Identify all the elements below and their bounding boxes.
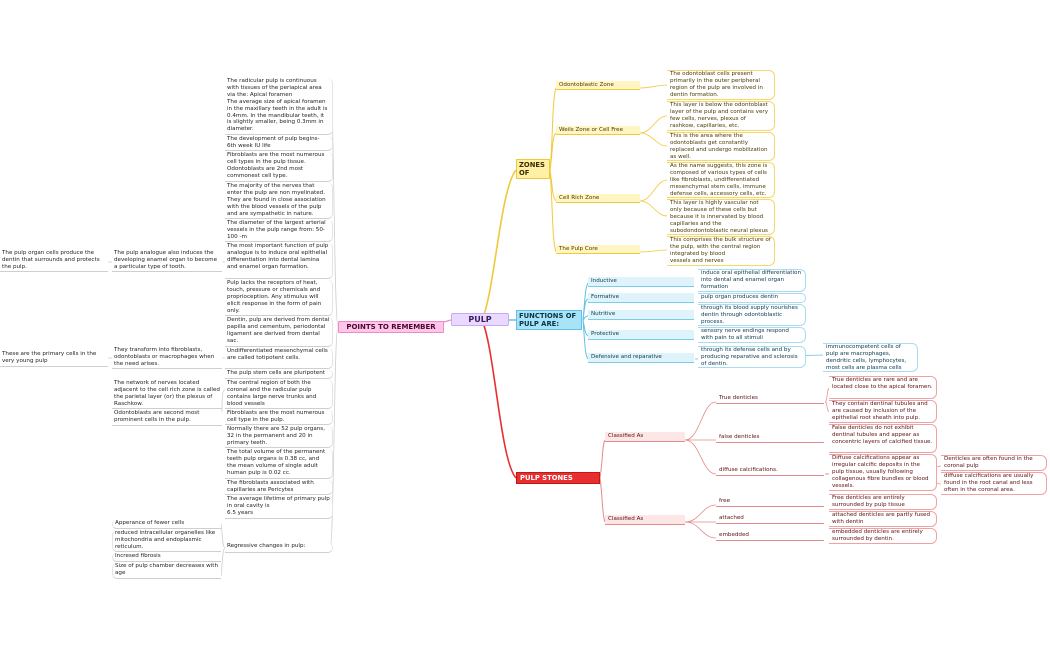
stone-attached[interactable]: attached — [716, 515, 824, 524]
zone-cell-rich-desc[interactable]: As the name suggests, this zone is compo… — [667, 162, 775, 198]
root-node-pulp[interactable]: PULP — [451, 313, 509, 326]
point-apical-foramen[interactable]: The radicular pulp is continuous with ti… — [225, 78, 333, 135]
point-central-region[interactable]: The central region of both the coronal a… — [225, 380, 333, 409]
stone-diffuse-calcifications[interactable]: diffuse calcifications. — [716, 467, 824, 476]
stone-diffuse-desc[interactable]: Diffuse calcifications appear as irregul… — [829, 454, 937, 491]
point-regressive-changes[interactable]: Regressive changes in pulp: — [225, 543, 333, 553]
point-nerves[interactable]: The majority of the nerves that enter th… — [225, 183, 333, 219]
regressive-fewer-cells[interactable]: Apperance of fewer cells — [112, 520, 221, 529]
point-stem-cells[interactable]: The pulp stem cells are pluripotent — [225, 370, 333, 379]
point-receptors[interactable]: Pulp lacks the receptors of heat, touch,… — [225, 280, 333, 316]
stone-true-desc-2[interactable]: They contain dentinal tubules and are ca… — [829, 400, 937, 423]
regressive-fibrosis[interactable]: Incresed fibrosis — [112, 553, 221, 562]
stone-diffuse-extra-2[interactable]: diffuse calcifications are usually found… — [941, 472, 1047, 495]
function-protective-desc[interactable]: sensory nerve endings respond with pain … — [698, 327, 806, 343]
zone-odontoblastic-desc[interactable]: The odontoblast cells present primarily … — [667, 70, 775, 100]
function-formative[interactable]: Formative — [588, 293, 694, 303]
zone-pulp-core[interactable]: The Pulp Core — [556, 245, 640, 254]
point-transform[interactable]: They transform into fibroblasts, odontob… — [112, 347, 222, 369]
regressive-organelles[interactable]: reduced intracellular organelles like mi… — [112, 530, 221, 552]
stones-classified-as-2[interactable]: Classified As — [605, 515, 685, 525]
stone-embedded[interactable]: embedded — [716, 532, 824, 541]
point-primary-cells[interactable]: These are the primary cells in the very … — [0, 351, 108, 367]
function-defensive-extra[interactable]: immunocompetent cells of pulp are macrop… — [823, 343, 918, 372]
point-pulp-organs[interactable]: Normally there are 52 pulp organs, 32 in… — [225, 426, 333, 448]
stone-true-denticles[interactable]: True denticles — [716, 395, 824, 404]
point-nerve-network[interactable]: The network of nerves located adjacent t… — [112, 380, 222, 409]
zone-weils-desc-2[interactable]: This is the area where the odontoblasts … — [667, 132, 775, 161]
point-analogue-induces[interactable]: The pulp analogue also induces the devel… — [112, 250, 222, 272]
point-organ-cells[interactable]: The pulp organ cells produce the dentin … — [0, 250, 108, 272]
point-mesenchymal[interactable]: Undifferentiated mesenchymal cells are c… — [225, 348, 333, 369]
stone-free-desc[interactable]: Free denticles are entirely surrounded b… — [829, 494, 937, 510]
function-nutritive-desc[interactable]: through its blood supply nourishes denti… — [698, 304, 806, 326]
stone-false-desc[interactable]: False denticles do not exhibit dentinal … — [829, 424, 937, 453]
zones-of-pulp-node[interactable]: ZONES OF PULP — [516, 159, 550, 179]
zone-odontoblastic[interactable]: Odontoblastic Zone — [556, 81, 640, 90]
point-lifetime[interactable]: The average lifetime of primary pulp in … — [225, 496, 333, 519]
point-fibroblasts-cell-type[interactable]: Fibroblasts are the most numerous cell t… — [225, 410, 333, 425]
zone-weils-desc[interactable]: This layer is below the odontoblast laye… — [667, 101, 775, 131]
zone-weils[interactable]: Weils Zone or Cell Free Zone — [556, 126, 640, 135]
point-fibroblasts-numerous[interactable]: Fibroblasts are the most numerous cell t… — [225, 152, 333, 182]
point-pericytes[interactable]: The fibroblasts associated with capillar… — [225, 480, 333, 495]
point-pulp-analogue[interactable]: The most important function of pulp anal… — [225, 243, 333, 279]
function-inductive-desc[interactable]: induce oral epithelial differentiation i… — [698, 269, 806, 292]
stone-free[interactable]: free — [716, 498, 824, 507]
function-defensive-desc[interactable]: through its defense cells and by produci… — [698, 346, 806, 368]
point-dentin-origin[interactable]: Dentin, pulp are derived from dental pap… — [225, 317, 333, 347]
regressive-chamber-size[interactable]: Size of pulp chamber decreases with age — [112, 563, 221, 579]
zone-cell-rich-desc-2[interactable]: This layer is highly vascular not only b… — [667, 199, 775, 235]
zone-pulp-core-desc[interactable]: This comprises the bulk structure of the… — [667, 236, 775, 266]
point-odontoblasts-second[interactable]: Odontoblasts are second most prominent c… — [112, 410, 222, 426]
stones-classified-as-1[interactable]: Classified As — [605, 432, 685, 442]
function-defensive[interactable]: Defensive and reparative — [588, 353, 694, 363]
stone-diffuse-extra-1[interactable]: Denticles are often found in the coronal… — [941, 455, 1047, 471]
function-nutritive[interactable]: Nutritive — [588, 310, 694, 320]
stone-embedded-desc[interactable]: embedded denticles are entirely surround… — [829, 528, 937, 544]
pulp-stones-node[interactable]: PULP STONES — [516, 472, 600, 484]
functions-of-pulp-node[interactable]: FUNCTIONS OF PULP ARE: — [516, 310, 582, 330]
points-to-remember-node[interactable]: POINTS TO REMEMBER — [338, 321, 444, 333]
stone-attached-desc[interactable]: attached denticles are partly fused with… — [829, 511, 937, 527]
point-development[interactable]: The development of pulp begins- 6th week… — [225, 136, 333, 151]
point-total-volume[interactable]: The total volume of the permanent teeth … — [225, 449, 333, 479]
function-protective[interactable]: Protective — [588, 330, 694, 340]
stone-true-desc-1[interactable]: True denticles are rare and are located … — [829, 376, 937, 399]
function-formative-desc[interactable]: pulp organ produces dentin — [698, 293, 806, 303]
point-arterial-diameter[interactable]: The diameter of the largest arterial ves… — [225, 220, 333, 242]
stone-false-denticles[interactable]: false denticles — [716, 434, 824, 443]
function-inductive[interactable]: Inductive — [588, 277, 694, 287]
zone-cell-rich[interactable]: Cell Rich Zone — [556, 194, 640, 203]
